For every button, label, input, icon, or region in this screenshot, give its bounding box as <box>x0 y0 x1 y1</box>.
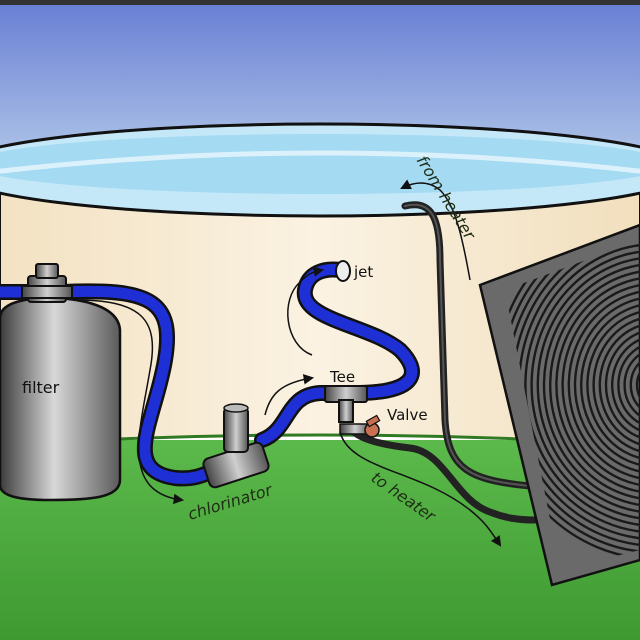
hose-to-heater <box>348 426 539 524</box>
valve <box>339 414 381 438</box>
flow-arrow-to-jet <box>287 266 325 356</box>
filter-tank <box>0 263 122 502</box>
coil-ring <box>629 355 640 415</box>
label-filter: filter <box>22 378 60 397</box>
coil-ring <box>567 289 640 481</box>
coil-ring <box>623 348 640 422</box>
coil-ring <box>611 335 640 435</box>
coil-ring <box>592 315 640 455</box>
coil-ring <box>555 276 640 495</box>
hose-from-heater-shine <box>404 203 531 487</box>
coil-ring <box>561 282 640 488</box>
tee-fitting <box>324 385 368 423</box>
water-highlight <box>0 150 640 174</box>
heater-panel <box>478 223 640 587</box>
coil-ring <box>586 309 640 462</box>
chlorinator <box>202 403 270 489</box>
flow-arrow-to-chlorinator <box>74 299 185 505</box>
label-tee: Tee <box>329 368 355 386</box>
flow-arrow-to-heater <box>339 431 502 547</box>
jet-fitting <box>335 260 351 282</box>
label-valve: Valve <box>387 406 428 424</box>
top-border <box>0 0 640 5</box>
coil-ring <box>604 328 640 442</box>
coil-ring <box>617 342 640 429</box>
coil-ring <box>580 302 640 468</box>
coil-ring <box>635 361 640 409</box>
flow-arrow-to-tee <box>264 374 315 416</box>
label-jet: jet <box>353 263 373 281</box>
flow-arrow-from-heater <box>400 179 471 281</box>
coil-ring <box>530 249 640 521</box>
coil-ring <box>536 256 640 514</box>
coil-ring <box>573 295 640 475</box>
solar-heater <box>478 223 640 587</box>
pool-water <box>0 134 640 194</box>
coil-ring <box>524 242 640 528</box>
coil-ring <box>542 262 640 508</box>
coil-ring <box>549 269 640 501</box>
coil-ring <box>598 322 640 448</box>
